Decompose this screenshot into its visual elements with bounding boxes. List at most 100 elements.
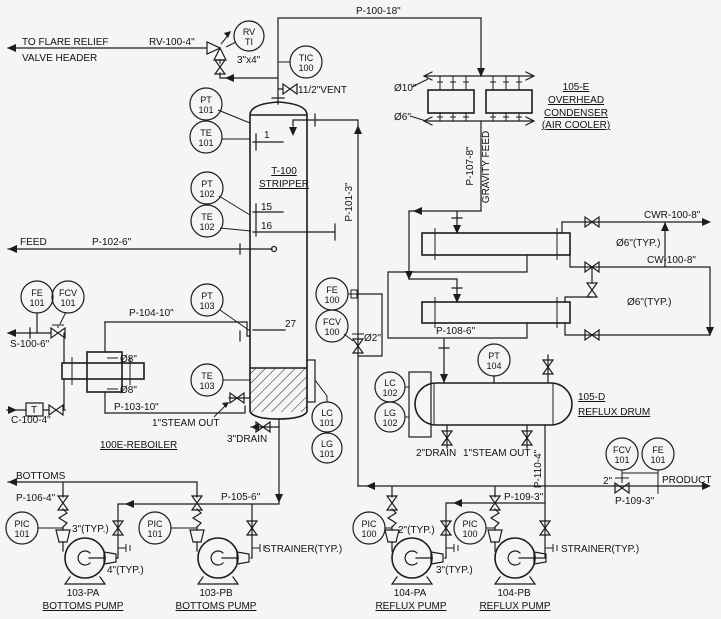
reducer-icon [189, 529, 205, 543]
p101-label: P-101-3" [344, 182, 355, 222]
instrument-tag: PT [201, 179, 213, 189]
steam-trap-box [25, 402, 44, 417]
c100-label: C-100-4" [11, 415, 51, 426]
drum-name: REFLUX DRUM [578, 407, 650, 418]
pump-104-pa [391, 537, 433, 585]
instrument-num: 101 [198, 138, 213, 148]
p106-label: P-106-4" [16, 493, 56, 504]
instrument-num: 102 [199, 189, 214, 199]
instrument-tag: PT [488, 351, 500, 361]
reboiler-label: 100E-REBOILER [100, 440, 177, 451]
fcv101-valve-icon [50, 327, 66, 339]
instrument-num: 104 [486, 361, 501, 371]
condenser-tag: 105-E [563, 82, 590, 93]
p108-label: P-108-6" [436, 326, 476, 337]
exchanger-top [421, 232, 571, 256]
reflux-pumps-piping [357, 470, 711, 565]
reducer-icon [55, 529, 71, 543]
pump-103-pa [64, 537, 106, 585]
cw-label: CW-100-8" [647, 255, 696, 266]
instrument-num: 101 [319, 449, 334, 459]
instrument-num: 102 [382, 388, 397, 398]
c100-valve-icon [48, 404, 64, 416]
stripper-column [217, 101, 336, 420]
pump-104-pb [494, 537, 536, 585]
p102-label: P-102-6" [92, 237, 132, 248]
instrument-num: 101 [29, 298, 44, 308]
condenser-name-2: CONDENSER [544, 108, 608, 119]
p103-label: P-103-10" [114, 402, 159, 413]
tray-1-label: 1 [264, 130, 270, 141]
strainer-icon [251, 543, 265, 553]
instrument-num: 102 [199, 222, 214, 232]
column-name: STRIPPER [259, 179, 309, 190]
instrument-tag: FCV [59, 288, 77, 298]
dia8b-label: Ø8" [120, 385, 137, 396]
vent-valve-icon [282, 83, 298, 95]
strainer2-label: STRAINER(TYP.) [561, 544, 639, 555]
pump-id: 104-PA [394, 588, 427, 599]
pump-103-pb [197, 537, 239, 585]
instrument-num: 100 [462, 529, 477, 539]
cwr-label: CWR-100-8" [644, 210, 701, 221]
dia10-label: Ø10" [394, 83, 417, 94]
condenser-name-3: (AIR COOLER) [542, 120, 610, 131]
instrument-tag: FE [326, 285, 338, 295]
instrument-tag: LG [321, 439, 333, 449]
tray-27-label: 27 [285, 319, 297, 330]
instrument-tag: TE [200, 128, 212, 138]
pump-name: BOTTOMS PUMP [43, 601, 124, 612]
overhead-condenser [409, 71, 536, 126]
instrument-num: 101 [650, 455, 665, 465]
tray-15-label: 15 [261, 202, 273, 213]
strainer-icon [117, 543, 131, 553]
reboiler-return-nozzle [306, 359, 316, 403]
instrument-num: 100 [324, 295, 339, 305]
steam-out1-label: 1"STEAM OUT [152, 418, 219, 429]
rv-line-label: RV-100-4" [149, 37, 195, 48]
p100-label: P-100-18" [356, 6, 401, 17]
drain3-label: 3"DRAIN [227, 434, 267, 445]
p109a-label: P-109-3" [504, 492, 544, 503]
pump-id: 103-PA [67, 588, 100, 599]
level-bridle [408, 371, 432, 438]
instrument-tag: PT [201, 291, 213, 301]
pump-name: REFLUX PUMP [479, 601, 550, 612]
product-fcv-valve-icon [614, 482, 630, 494]
instrument-tag: FCV [323, 317, 341, 327]
instrument-num: 103 [199, 381, 214, 391]
size2-label: 2" [603, 476, 613, 487]
bottoms-pumps-piping [7, 418, 283, 565]
instrument-num: 101 [147, 529, 162, 539]
instrument-num: 103 [199, 301, 214, 311]
instrument-tag: PIC [361, 519, 377, 529]
cooler-bay-left [427, 89, 475, 114]
instrument-tag: PIC [462, 519, 478, 529]
instrument-tag: LC [321, 408, 333, 418]
drum-tag: 105-D [578, 392, 605, 403]
steam-out2-label: 1"STEAM OUT [463, 448, 530, 459]
vent-label: 11/2"VENT [298, 85, 347, 96]
instrument-num: 101 [319, 418, 334, 428]
reboiler-area [6, 311, 280, 433]
instrument-tag: RV [243, 27, 255, 37]
reboiler-shell [61, 362, 145, 380]
instrument-tag: PIC [14, 519, 30, 529]
cooler-bay-right [485, 89, 533, 114]
feed-piping [7, 243, 278, 255]
